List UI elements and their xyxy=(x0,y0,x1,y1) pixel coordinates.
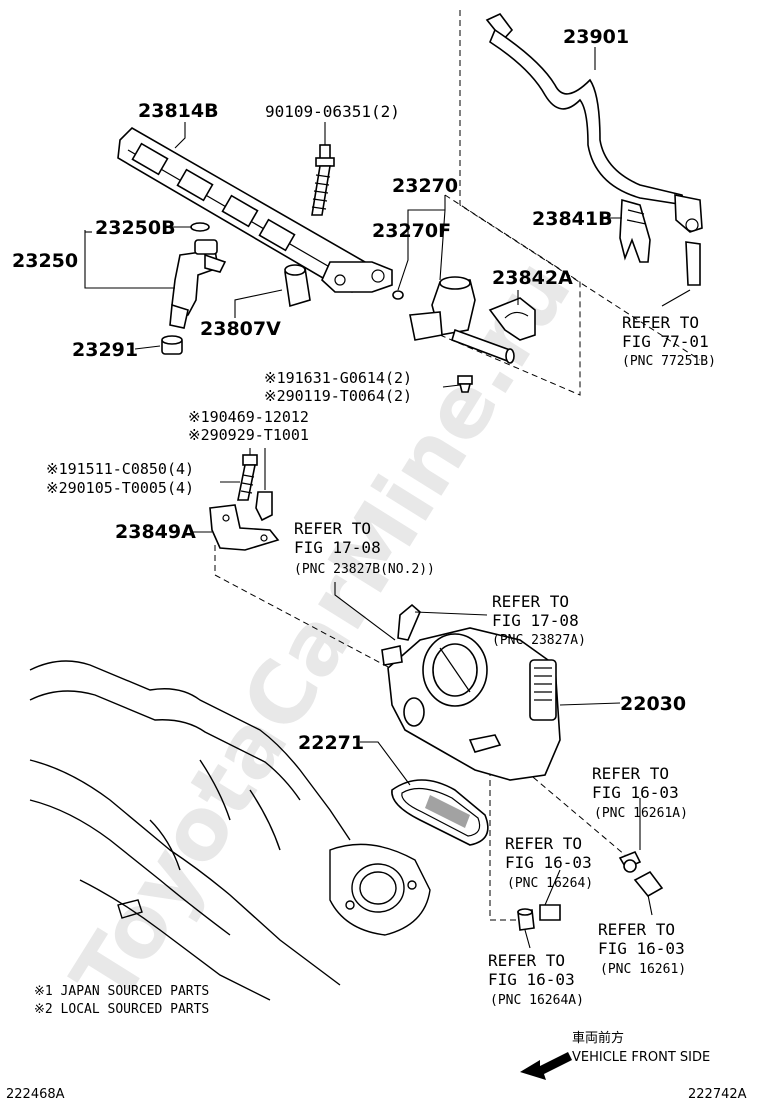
label-90105-T0005: ※290105-T0005(4) xyxy=(46,479,194,497)
fuel-hose xyxy=(485,13,703,233)
ref-fig-16-03-d: REFER TO FIG 16-03 (PNC 16264A) xyxy=(488,951,584,1008)
fuel-pressure-regulator xyxy=(392,276,515,364)
hose-16264A xyxy=(517,908,535,931)
injector-insulator xyxy=(284,264,311,308)
label-23270: 23270 xyxy=(392,175,458,197)
label-23270F: 23270F xyxy=(372,220,451,242)
label-91511-C0850: ※191511-C0850(4) xyxy=(46,460,194,478)
ref-16b-line3: (PNC 16264) xyxy=(507,876,593,891)
pipe-clamp xyxy=(488,297,536,341)
ref-77-line1: REFER TO xyxy=(622,313,699,332)
regulator-bolt xyxy=(457,375,473,393)
label-91631-G0614: ※191631-G0614(2) xyxy=(264,369,412,387)
direction-en: VEHICLE FRONT SIDE xyxy=(572,1050,710,1065)
ref-16d-line3: (PNC 16264A) xyxy=(490,993,584,1008)
label-23250B: 23250B xyxy=(95,217,176,239)
ref-16c-line3: (PNC 16261) xyxy=(600,962,686,977)
ref-77-line3: (PNC 77251B) xyxy=(622,354,716,369)
label-23842A: 23842A xyxy=(492,267,573,289)
ref-16c-line2: FIG 16-03 xyxy=(598,939,685,958)
rail-bolt xyxy=(311,144,335,216)
code-right: 222742A xyxy=(688,1087,747,1102)
bracket-clip xyxy=(255,491,273,522)
ref-17a-line3: (PNC 23827B(NO.2)) xyxy=(294,562,435,577)
ref-fig-77-01: REFER TO FIG 77-01 (PNC 77251B) xyxy=(622,313,716,369)
ref-16d-line1: REFER TO xyxy=(488,951,565,970)
ref-fig-16-03-b: REFER TO FIG 16-03 (PNC 16264) xyxy=(505,834,593,891)
vehicle-front-indicator: 車両前方 VEHICLE FRONT SIDE xyxy=(520,1030,710,1080)
ref-16b-line1: REFER TO xyxy=(505,834,582,853)
throttle-body xyxy=(381,627,561,781)
intake-manifold xyxy=(29,660,431,1001)
label-23291: 23291 xyxy=(72,339,138,361)
label-22030: 22030 xyxy=(620,693,686,715)
label-23841B: 23841B xyxy=(532,208,613,230)
ref-17a-line2: FIG 17-08 xyxy=(294,538,381,557)
group-dashed-lines xyxy=(214,10,701,921)
ref-fig-16-03-a: REFER TO FIG 16-03 (PNC 16261A) xyxy=(592,764,688,821)
ref-fig-17-08-b: REFER TO FIG 17-08 (PNC 23827A) xyxy=(492,592,586,648)
label-22271: 22271 xyxy=(298,732,364,754)
ref-17b-line2: FIG 17-08 xyxy=(492,611,579,630)
hose-16261A xyxy=(618,850,642,873)
hose-16264 xyxy=(539,904,561,921)
ref-16c-line1: REFER TO xyxy=(598,920,675,939)
ref-17b-line3: (PNC 23827A) xyxy=(492,633,586,648)
throttle-gasket xyxy=(391,779,489,846)
fuel-injector xyxy=(169,222,227,329)
ref-16b-line2: FIG 16-03 xyxy=(505,853,592,872)
ref-17b-line1: REFER TO xyxy=(492,592,569,611)
throttle-bracket xyxy=(209,504,280,551)
ref-16a-line2: FIG 16-03 xyxy=(592,783,679,802)
injector-seal xyxy=(161,335,183,355)
ref-77-line2: FIG 77-01 xyxy=(622,332,709,351)
label-23250: 23250 xyxy=(12,250,78,272)
hose-16261 xyxy=(633,870,664,898)
hose-stub-77 xyxy=(685,241,701,286)
label-90119-T0064: ※290119-T0064(2) xyxy=(264,387,412,405)
leader-lines xyxy=(84,47,691,949)
direction-jp: 車両前方 xyxy=(572,1030,624,1046)
note-japan-sourced: ※1 JAPAN SOURCED PARTS xyxy=(34,984,209,999)
label-90469-12012: ※190469-12012 xyxy=(188,408,309,426)
label-23849A: 23849A xyxy=(115,521,196,543)
fuel-delivery-pipe xyxy=(117,127,393,293)
note-local-sourced: ※2 LOCAL SOURCED PARTS xyxy=(34,1002,209,1017)
label-90929-T1001: ※290929-T1001 xyxy=(188,426,309,444)
label-23807V: 23807V xyxy=(200,318,281,340)
ref-fig-16-03-c: REFER TO FIG 16-03 (PNC 16261) xyxy=(598,920,686,977)
ref-17a-line1: REFER TO xyxy=(294,519,371,538)
code-left: 222468A xyxy=(6,1087,65,1102)
ref-16d-line2: FIG 16-03 xyxy=(488,970,575,989)
front-arrow-icon xyxy=(520,1052,572,1080)
label-23901: 23901 xyxy=(563,26,629,48)
bracket-bolt xyxy=(237,454,258,501)
ref-16a-line1: REFER TO xyxy=(592,764,669,783)
label-90109-06351: 90109-06351(2) xyxy=(265,102,400,121)
ref-16a-line3: (PNC 16261A) xyxy=(594,806,688,821)
vacuum-hose-17 xyxy=(397,603,421,641)
ref-fig-17-08-a: REFER TO FIG 17-08 (PNC 23827B(NO.2)) xyxy=(294,519,435,577)
hose-clip xyxy=(619,198,651,263)
label-23814B: 23814B xyxy=(138,100,219,122)
